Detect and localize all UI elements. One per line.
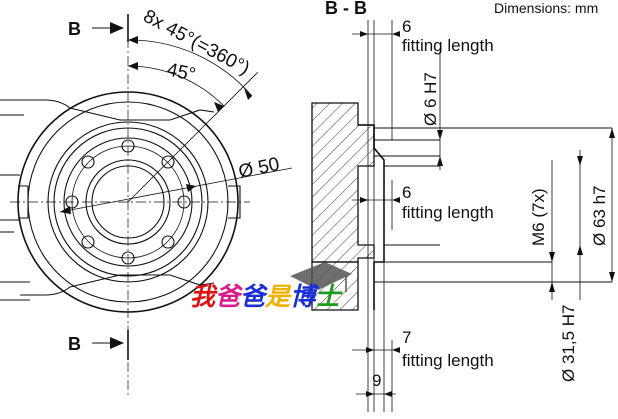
bolt-hole [161,155,175,169]
watermark-char: 我 [190,282,218,311]
arrowhead [186,184,196,192]
section-arrow-bottom-head [110,337,124,349]
top-fitting-value: 6 [402,17,411,36]
bore-lines [384,165,440,246]
arrowhead [128,62,138,70]
arrowhead [360,31,368,37]
section-title: B - B [325,0,367,18]
watermark-text: 我爸爸是博士 [190,282,343,311]
angle-step-label: 45° [165,59,197,86]
arrowhead [384,391,392,397]
watermark-char: 士 [315,282,343,311]
arrowhead [577,156,583,166]
arrowhead [392,31,400,37]
hatched-section-body [311,102,375,263]
arrowhead [549,282,555,292]
bolt-hole [81,235,95,249]
arrowhead [392,347,400,353]
mid-fitting-value: 6 [402,183,411,202]
body-stub-top-left [0,99,24,116]
bolt-hole [81,155,95,169]
width-label: 9 [372,371,381,390]
arrowhead [60,206,71,214]
arrowhead [366,391,374,397]
arrowhead [577,245,583,255]
arrowhead [244,88,252,100]
watermark-cap-icon [290,262,352,290]
watermark-char: 是 [264,282,292,311]
angle-arc-step [127,65,225,107]
arrowhead [366,347,374,353]
arrowhead [128,36,138,44]
mid-fitting-label: fitting length [402,203,494,222]
thread-lines [374,261,612,283]
watermark-char: 爸 [215,282,243,311]
watermark-char: 博 [290,282,320,311]
inner-diameter-label: Ø 31,5 H7 [559,305,578,383]
bottom-fitting-value: 7 [402,328,411,347]
thread-label: M6 (7x) [529,188,548,246]
section-view: B - B Dimensions: mm [311,0,615,412]
outer-diameter-label: Ø 63 h7 [590,186,609,247]
diameter-label: Ø 50 [237,154,282,183]
watermark-char: 爸 [240,282,268,311]
arrowhead [549,252,555,262]
bottom-fitting-label: fitting length [402,351,494,370]
arrowhead [437,156,443,166]
watermark: 我爸爸是博士 [190,262,352,311]
arrowhead [609,128,615,138]
arrowhead [609,272,615,282]
body-outline-top [20,99,215,121]
arrowhead [214,102,224,112]
arrowhead [437,130,443,140]
section-arrow-top-head [110,22,124,34]
body-stub-left [0,174,20,233]
body-stub-bottom-left [0,281,30,301]
arrowhead [360,197,368,203]
angle-leader [127,71,259,203]
front-view: B B 8x 45°(=360°) 45° Ø 50 [0,6,293,395]
diameter-leader [59,167,293,213]
units-note: Dimensions: mm [494,0,598,16]
section-mark-bottom: B [68,334,81,354]
top-fitting-label: fitting length [402,36,494,55]
arrowhead [392,197,400,203]
pin-hole-label: Ø 6 H7 [421,72,440,126]
angle-arc-total [127,39,253,97]
bolt-hole [161,235,175,249]
section-mark-top: B [68,19,81,39]
pin-hole-lines [374,139,440,157]
